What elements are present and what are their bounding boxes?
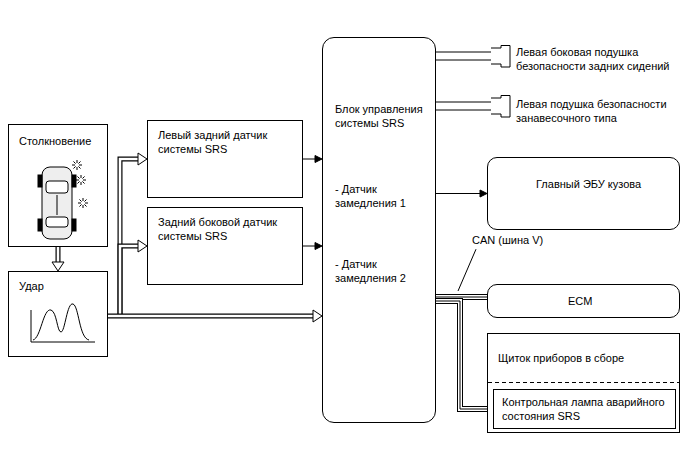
node-text: - Датчик замедления 1 <box>335 183 431 211</box>
impact-box: Удар <box>8 271 108 357</box>
connector <box>108 310 322 322</box>
airbag-squib: Левая боковая подушка безопасности задни… <box>487 45 680 79</box>
node-text: Левая подушка безопасности занавесочного… <box>516 98 678 126</box>
node-text: Контрольная лампа аварийного состояния S… <box>502 396 672 424</box>
node-text: Блок управления системы SRS <box>335 103 431 131</box>
node-text: Щиток приборов в сборе <box>498 352 668 366</box>
arrowhead <box>138 240 147 252</box>
leader-line <box>458 249 476 291</box>
connector <box>303 243 322 250</box>
sensor-box: Задний боковой датчик системы SRS <box>147 207 303 285</box>
connector <box>120 240 147 316</box>
node-text: Левый задний датчик системы SRS <box>158 129 298 157</box>
arrowhead <box>313 310 322 322</box>
arrowhead <box>315 156 322 163</box>
connector <box>120 153 147 316</box>
instrument-cluster: Щиток приборов в сбореКонтрольная лампа … <box>487 333 680 433</box>
connector <box>303 156 322 163</box>
arrowhead <box>52 262 64 271</box>
airbag-squib: Левая подушка безопасности занавесочного… <box>487 95 680 131</box>
node-text: - Датчик замедления 2 <box>335 258 431 286</box>
connector <box>436 52 492 60</box>
warning-lamp-box: Контрольная лампа аварийного состояния S… <box>493 389 676 429</box>
connector <box>436 249 487 297</box>
connector <box>52 247 64 271</box>
arrowhead <box>138 153 147 165</box>
arrowhead <box>480 190 487 197</box>
ecu-box: Главный ЭБУ кузова <box>487 157 680 230</box>
arrowhead <box>315 243 322 250</box>
ecm-box: ECM <box>487 284 680 318</box>
node-text: Удар <box>19 280 103 294</box>
sensor-box: Левый задний датчик системы SRS <box>147 120 303 198</box>
node-text: Столкновение <box>19 135 103 149</box>
control-unit: Блок управления системы SRS - Датчик заме… <box>322 37 436 423</box>
squib-connector <box>487 45 513 73</box>
squib-connector <box>487 95 513 123</box>
node-text: ECM <box>568 295 628 309</box>
connector <box>436 102 492 110</box>
node-text: Левая боковая подушка безопасности задни… <box>516 46 678 74</box>
connector <box>436 301 487 409</box>
connector <box>436 190 487 197</box>
bus-label: CAN (шина V) <box>470 234 545 247</box>
node-text: Задний боковой датчик системы SRS <box>158 216 298 244</box>
collision-box: Столкновение <box>8 124 108 247</box>
node-text: Главный ЭБУ кузова <box>536 178 666 192</box>
